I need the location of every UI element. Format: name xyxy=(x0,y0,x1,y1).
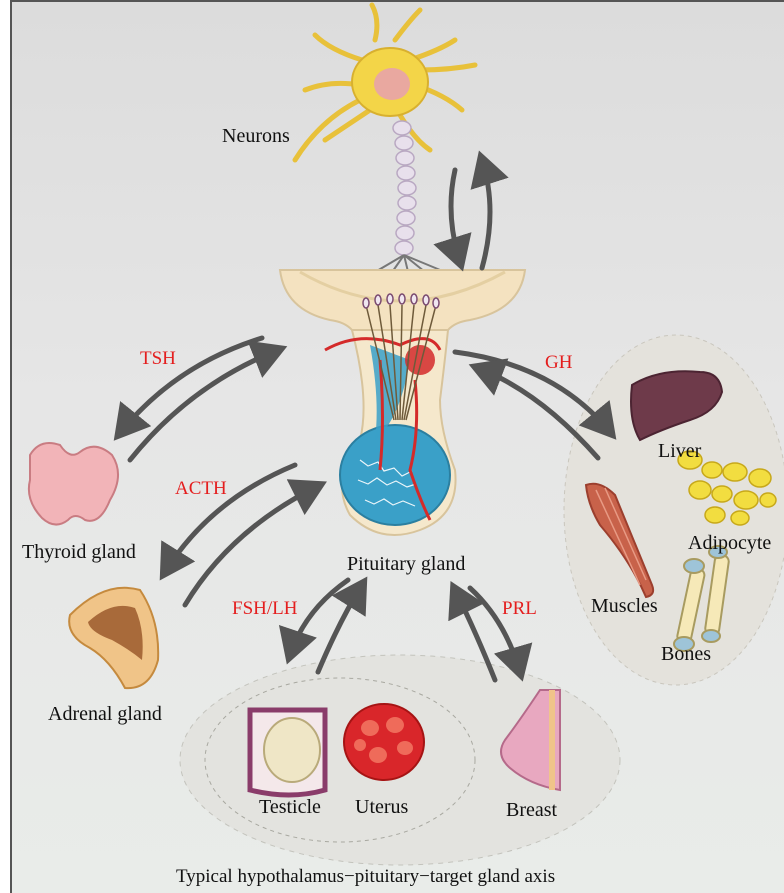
testicle-illustration xyxy=(250,710,325,795)
label-pituitary-gland: Pituitary gland xyxy=(347,553,465,576)
fsh-to-gonads-arrow xyxy=(290,580,348,655)
label-liver: Liver xyxy=(658,440,701,463)
label-muscles: Muscles xyxy=(591,595,658,618)
label-breast: Breast xyxy=(506,799,557,822)
label-neurons: Neurons xyxy=(222,125,290,148)
label-bones: Bones xyxy=(661,643,711,666)
label-testicle: Testicle xyxy=(259,796,321,819)
label-adipocyte: Adipocyte xyxy=(688,532,771,555)
label-fsh-lh: FSH/LH xyxy=(232,598,297,620)
thyroid-illustration xyxy=(29,443,118,525)
label-adrenal-gland: Adrenal gland xyxy=(48,703,162,726)
neuron-illustration xyxy=(295,5,475,280)
label-prl: PRL xyxy=(502,598,537,620)
uterus-illustration xyxy=(344,704,424,780)
label-acth: ACTH xyxy=(175,478,227,500)
neuron-down-arrow xyxy=(451,170,460,262)
neuron-up-arrow xyxy=(482,160,490,268)
figure-caption: Typical hypothalamus−pituitary−target gl… xyxy=(176,866,555,888)
label-thyroid-gland: Thyroid gland xyxy=(22,541,136,564)
label-uterus: Uterus xyxy=(355,796,408,819)
adrenal-illustration xyxy=(69,588,158,688)
pituitary-illustration xyxy=(325,294,456,535)
adrenal-to-pituitary-arrow xyxy=(185,486,318,605)
label-gh: GH xyxy=(545,352,572,374)
label-tsh: TSH xyxy=(140,348,176,370)
